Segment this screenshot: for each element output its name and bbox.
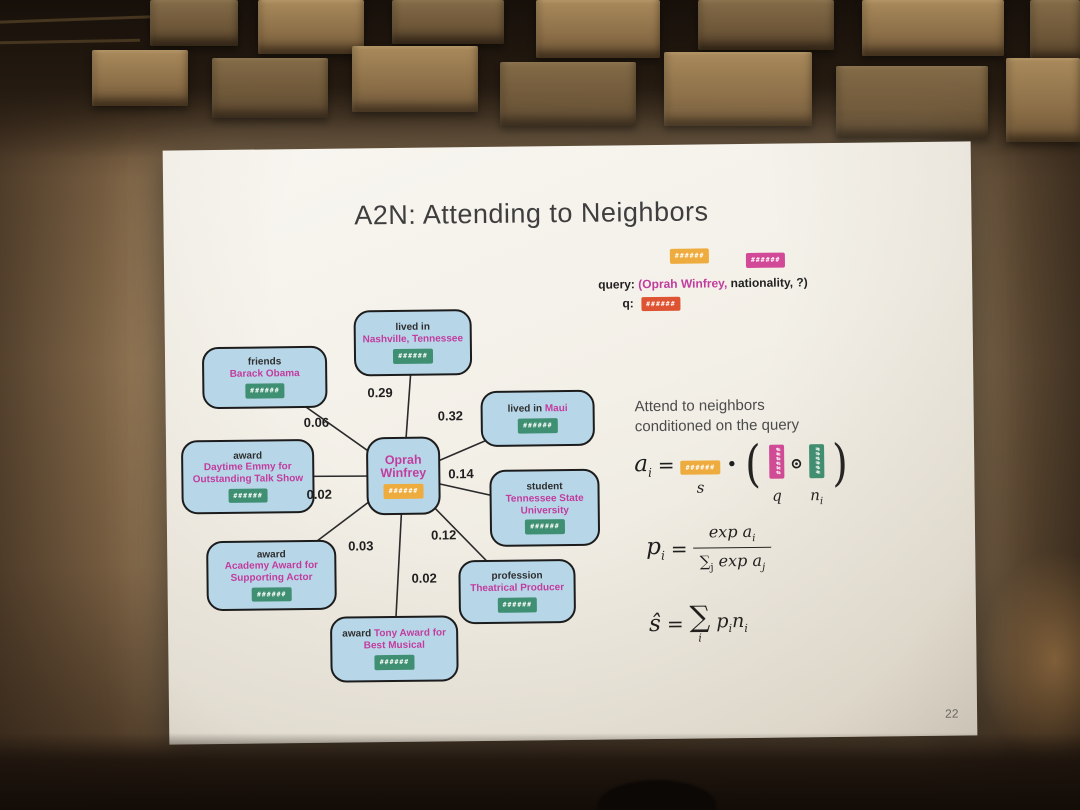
- node-relation: award: [342, 628, 372, 641]
- ceiling-panel: [150, 0, 238, 46]
- edge-weight: 0.32: [437, 408, 464, 424]
- embedding-chip: ######: [525, 519, 565, 535]
- graph-node-lived-in-maui: lived in Maui ######: [480, 389, 596, 448]
- node-text: award Tony Award for Best Musical: [338, 628, 450, 653]
- query-object: ?): [796, 275, 808, 290]
- edge-weight: 0.02: [411, 570, 437, 586]
- projection-screen-slide: A2N: Attending to Neighbors ###### #####…: [162, 141, 978, 745]
- node-entity: Daytime Emmy for Outstanding Talk Show: [192, 461, 304, 486]
- embedding-chip: ######: [497, 597, 538, 613]
- ceiling-panel: [352, 46, 478, 112]
- ceiling-panel: [536, 0, 660, 58]
- query-text: query: (Oprah Winfrey, nationality, ?): [598, 275, 808, 291]
- q-embedding-term: ###### q: [768, 444, 785, 505]
- slide-page-number: 22: [945, 706, 959, 721]
- center-entity: Oprah Winfrey: [380, 452, 427, 481]
- embedding-chip: ######: [393, 348, 433, 364]
- node-relation: student: [526, 481, 563, 493]
- q-embedding-chip: ######: [768, 444, 785, 479]
- room-floor-shadow: [0, 733, 1080, 810]
- note-text: Attend to neighbors conditioned on the q…: [634, 396, 800, 435]
- ceiling-pipe: [0, 15, 151, 24]
- ceiling-panel: [698, 0, 834, 50]
- query-embedding-chip: ######: [641, 296, 681, 312]
- n-embedding-chip: ######: [808, 444, 824, 479]
- close-paren: ): [831, 433, 848, 493]
- query-subject: (Oprah Winfrey,: [638, 276, 728, 292]
- node-relation: friends: [247, 356, 282, 369]
- open-paren: (: [745, 434, 762, 494]
- node-entity: Barack Obama: [229, 368, 300, 381]
- node-relation: lived in: [395, 322, 430, 334]
- graph-node-lived-in-nashville: lived in Nashville, Tennessee ######: [353, 309, 473, 377]
- edge-weight: 0.06: [303, 414, 330, 431]
- node-entity: Academy Award for Supporting Actor: [224, 560, 319, 584]
- softmax-formula: pi = exp ai ∑j exp aj: [646, 522, 772, 575]
- ceiling-panel: [212, 58, 328, 118]
- edge-weight: 0.03: [348, 538, 374, 554]
- ceiling: [0, 0, 1080, 158]
- q-vector-line: q: ######: [622, 296, 681, 312]
- embedding-chip: ######: [517, 418, 558, 434]
- node-entity: Tony Award for Best Musical: [363, 627, 447, 652]
- ceiling-panel: [1030, 0, 1080, 60]
- node-relation: profession: [491, 570, 543, 583]
- attention-score-formula: ai = ###### s • ( ###### q ⊙ ###### ni ): [634, 433, 848, 508]
- ceiling-panel: [392, 0, 504, 44]
- edge-weight: 0.02: [306, 486, 332, 502]
- embedding-chip: ######: [251, 587, 292, 603]
- graph-node-friends: friends Barack Obama ######: [201, 345, 328, 410]
- relation-embedding-chip: ######: [745, 252, 786, 268]
- ceiling-panel: [258, 0, 364, 54]
- graph-node-award-daytime-emmy: award Daytime Emmy for Outstanding Talk …: [180, 438, 315, 515]
- summation-icon: ∑ i: [689, 599, 711, 645]
- ceiling-panel: [862, 0, 1004, 56]
- graph-node-student: student Tennessee State University #####…: [489, 468, 601, 547]
- node-text: lived in Maui: [508, 403, 568, 415]
- edge-weight: 0.12: [430, 527, 457, 543]
- ceiling-panel: [836, 66, 988, 138]
- ceiling-panel: [92, 50, 188, 106]
- node-entity: Tennessee State University: [505, 492, 584, 517]
- hadamard-icon: ⊙: [790, 454, 803, 473]
- ceiling-panel: [664, 52, 812, 126]
- graph-node-award-tony: award Tony Award for Best Musical ######: [329, 615, 459, 683]
- fraction: exp ai ∑j exp aj: [693, 522, 772, 574]
- graph-node-award-academy: award Academy Award for Supporting Actor…: [206, 539, 337, 612]
- var-a: ai: [634, 450, 652, 480]
- var-s-hat: ŝ: [648, 610, 662, 637]
- graph-node-oprah-winfrey: Oprah Winfrey ######: [365, 436, 441, 516]
- ceiling-pipe: [0, 38, 141, 45]
- edge-weight: 0.14: [448, 466, 474, 482]
- edge-weight: 0.29: [367, 385, 393, 401]
- node-relation: lived in: [507, 403, 543, 416]
- aggregation-formula: ŝ = ∑ i pini: [648, 599, 748, 645]
- node-relation: award: [233, 450, 263, 462]
- ceiling-panel: [500, 62, 636, 126]
- embedding-chip: ######: [374, 654, 415, 670]
- embedding-chip: ######: [228, 488, 268, 504]
- node-relation: award: [256, 548, 286, 561]
- embedding-chip: ######: [245, 383, 285, 399]
- node-entity: Maui: [544, 403, 568, 415]
- subject-embedding-chip: ######: [669, 248, 710, 264]
- s-embedding-chip: ######: [680, 460, 721, 475]
- node-entity: Theatrical Producer: [470, 582, 565, 595]
- var-p: pi: [646, 534, 665, 563]
- query-relation: nationality,: [730, 275, 794, 291]
- s-embedding-term: ###### s: [680, 454, 721, 497]
- graph-node-profession: profession Theatrical Producer ######: [458, 558, 577, 625]
- center-embedding-chip: ######: [383, 483, 424, 499]
- node-entity: Nashville, Tennessee: [362, 333, 464, 346]
- n-embedding-term: ###### ni: [808, 444, 824, 507]
- ceiling-panel: [1006, 58, 1080, 142]
